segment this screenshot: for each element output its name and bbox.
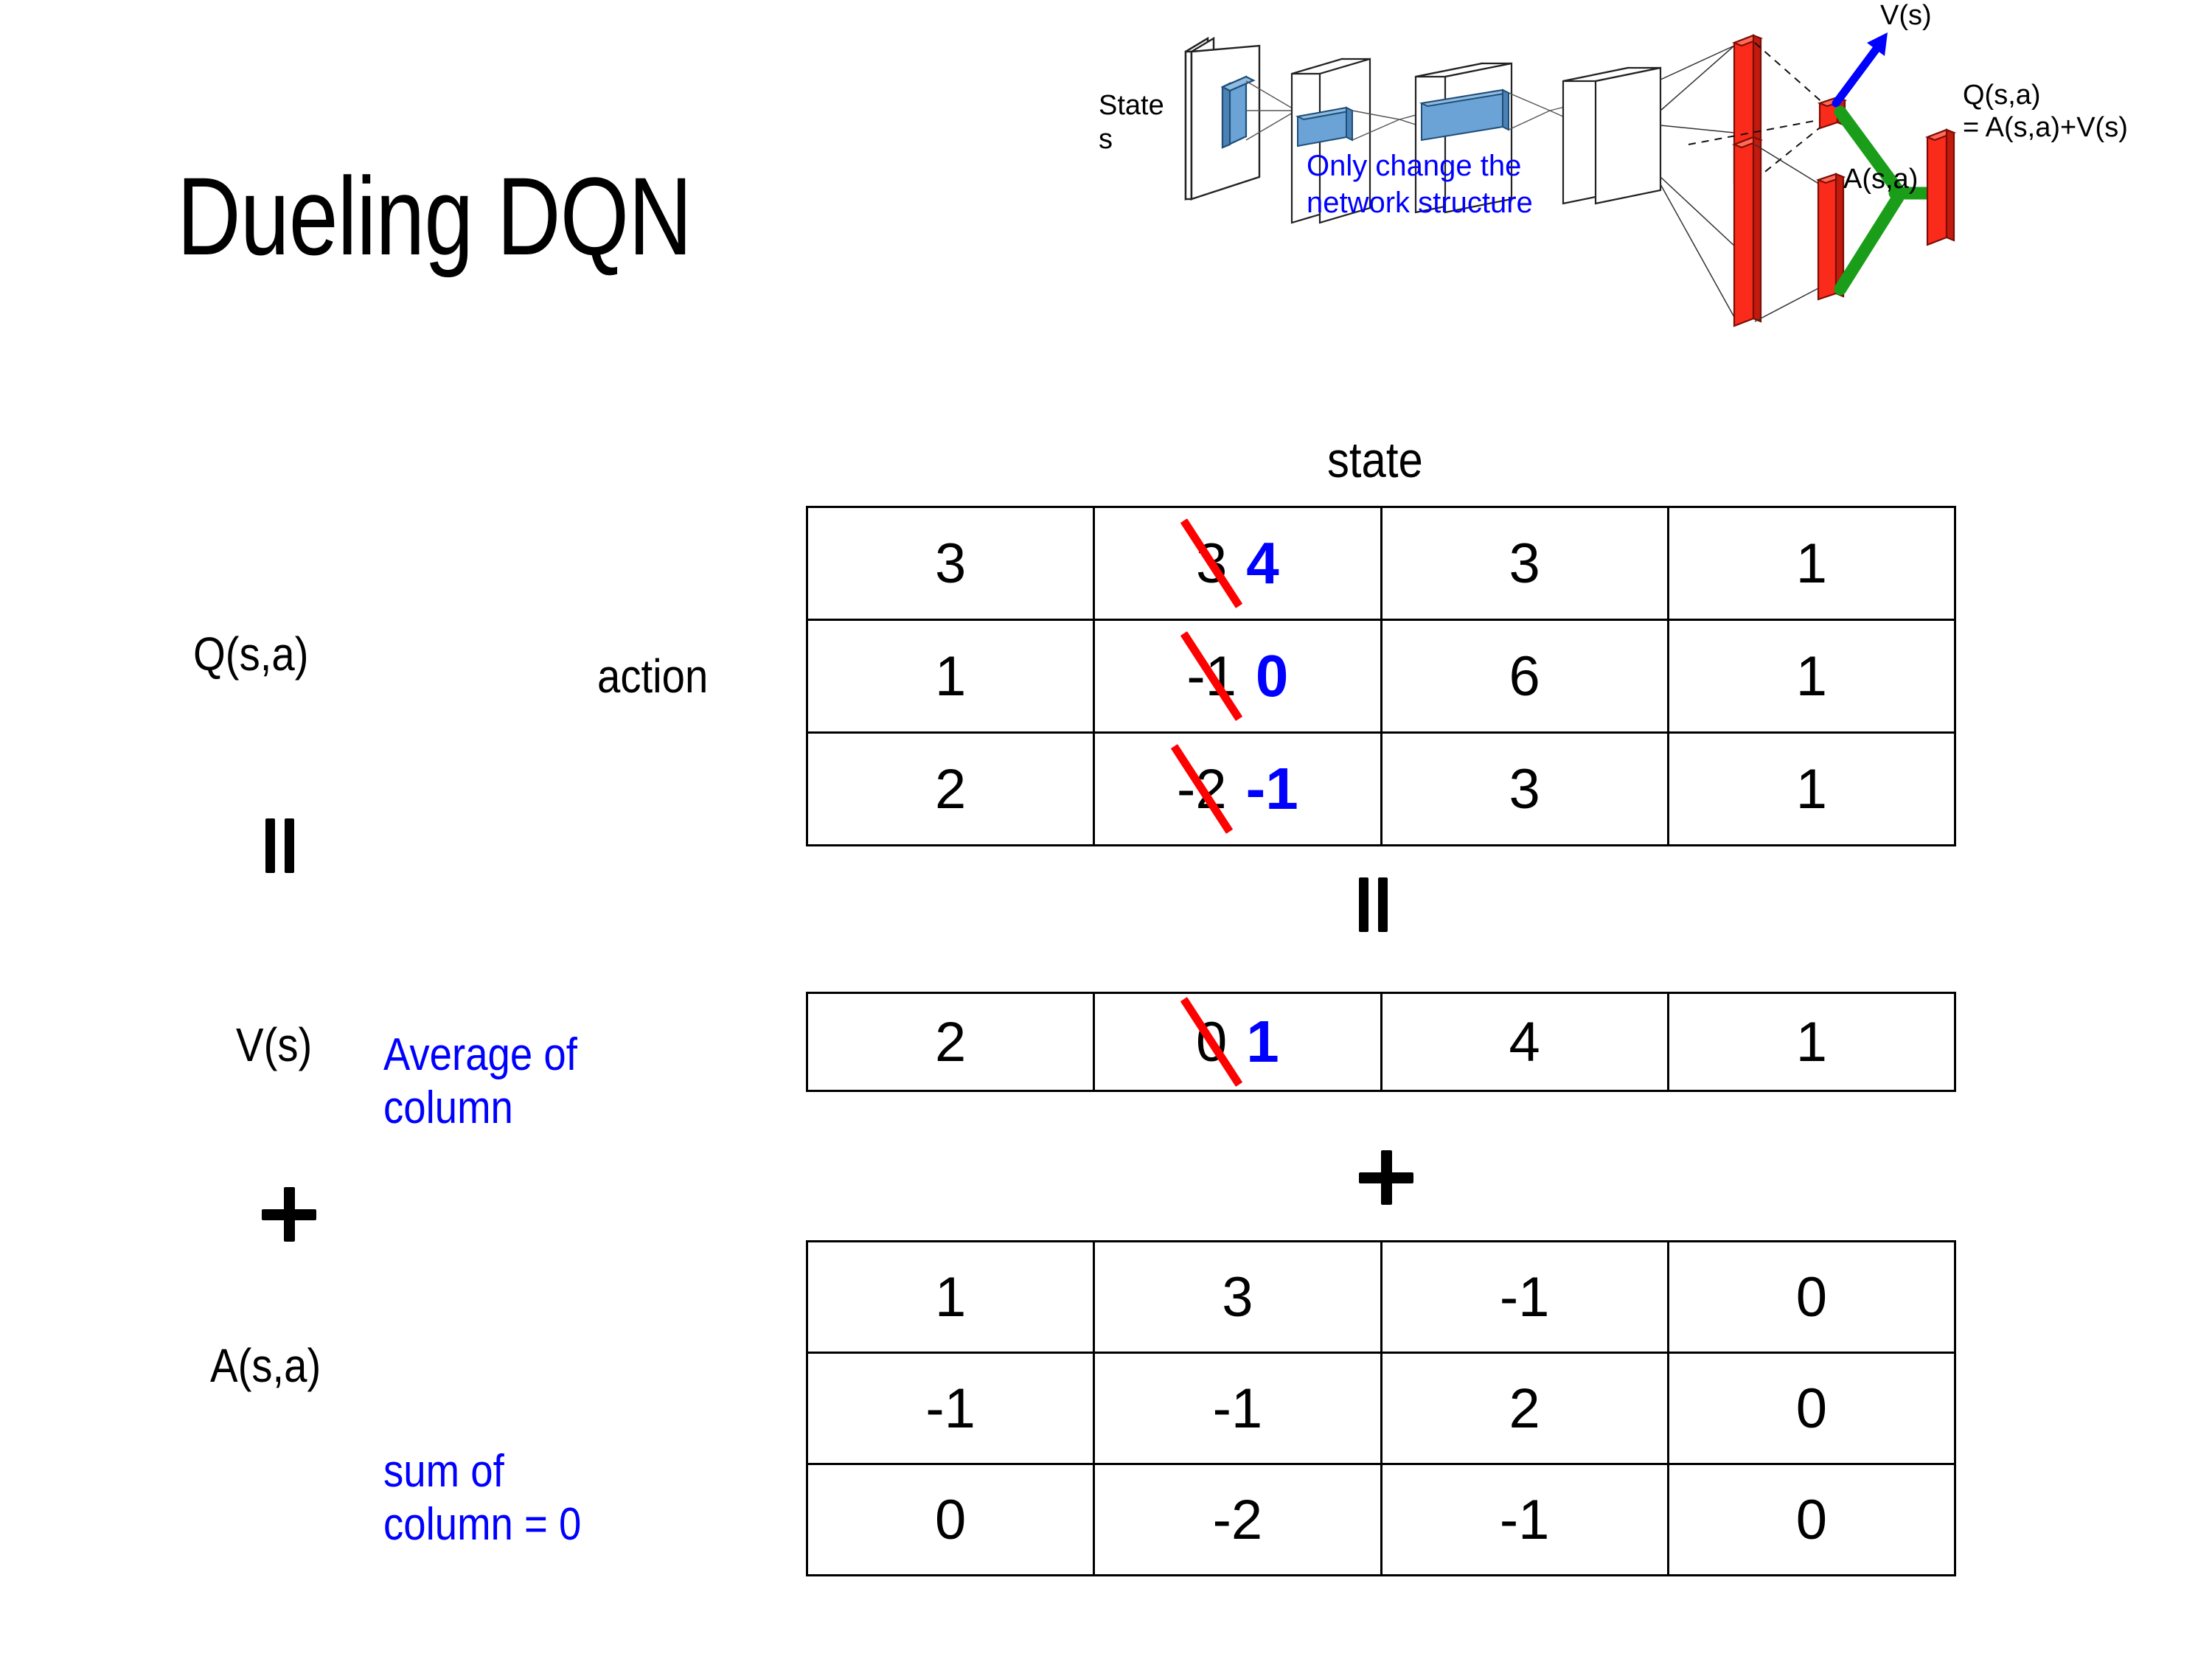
plus-sign-middle bbox=[1359, 1150, 1413, 1205]
q-table: 3 3 4 3 1 1 -1 0 6 1 bbox=[805, 506, 1957, 846]
a-cell-r0c0: 1 bbox=[805, 1240, 1096, 1354]
plus-sign-left bbox=[262, 1187, 316, 1242]
corrected-value: 1 bbox=[1246, 1009, 1279, 1074]
struck-old-value: -2 bbox=[1170, 744, 1233, 834]
cell-value: -1 bbox=[925, 1377, 975, 1440]
struck-old-value: -1 bbox=[1180, 631, 1243, 721]
q-cell-r1c3: 1 bbox=[1666, 619, 1957, 734]
table-row: 1 -1 0 6 1 bbox=[805, 619, 1957, 734]
v-table: 2 0 1 4 1 bbox=[805, 992, 1957, 1092]
cell-value: -1 bbox=[1499, 1488, 1550, 1551]
struck-old-value: 3 bbox=[1180, 518, 1243, 608]
dueling-network-diagram: State s Only change the network structur… bbox=[1099, 0, 2212, 413]
cell-value: 3 bbox=[934, 532, 967, 595]
diagram-v-label: V(s) bbox=[1880, 0, 1932, 31]
q-cell-r2c1: -2 -1 bbox=[1093, 731, 1382, 846]
q-cell-r2c0: 2 bbox=[805, 731, 1096, 846]
network-architecture-svg bbox=[1184, 32, 1957, 327]
v-function-label: V(s) bbox=[236, 1018, 313, 1071]
corrected-value: 4 bbox=[1246, 530, 1279, 596]
equals-sign-left bbox=[265, 818, 294, 873]
q-cell-r0c2: 3 bbox=[1380, 506, 1669, 621]
table-row: 0 -2 -1 0 bbox=[805, 1463, 1957, 1576]
diagram-q-label-line1: Q(s,a) bbox=[1963, 80, 2041, 111]
a-cell-r2c0: 0 bbox=[805, 1463, 1096, 1576]
a-cell-r2c2: -1 bbox=[1380, 1463, 1669, 1576]
cell-value: 0 bbox=[1795, 1377, 1828, 1440]
cell-value: 0 bbox=[1195, 1010, 1228, 1074]
a-cell-r0c1: 3 bbox=[1093, 1240, 1382, 1354]
cell-value: 3 bbox=[1509, 757, 1540, 821]
v-note-text: Average of column bbox=[383, 1029, 577, 1133]
page-title: Dueling DQN bbox=[177, 154, 692, 278]
equals-sign-middle bbox=[1359, 877, 1388, 932]
table-row: 2 0 1 4 1 bbox=[805, 992, 1957, 1092]
table-row: 1 3 -1 0 bbox=[805, 1240, 1957, 1354]
cell-value: 3 bbox=[1195, 532, 1228, 595]
q-cell-r1c0: 1 bbox=[805, 619, 1096, 734]
v-cell-c0: 2 bbox=[805, 992, 1096, 1092]
struck-old-value: 0 bbox=[1180, 997, 1243, 1087]
table-row: 2 -2 -1 3 1 bbox=[805, 731, 1957, 846]
cell-value: 0 bbox=[934, 1488, 967, 1551]
cell-value: 1 bbox=[1795, 757, 1828, 821]
q-cell-r0c0: 3 bbox=[805, 506, 1096, 621]
action-axis-label: action bbox=[597, 650, 709, 703]
q-cell-r0c3: 1 bbox=[1666, 506, 1957, 621]
cell-value: 2 bbox=[934, 1010, 967, 1074]
cell-value: 1 bbox=[934, 644, 967, 708]
a-note-text: sum of column = 0 bbox=[383, 1446, 582, 1550]
v-cell-c2: 4 bbox=[1380, 992, 1669, 1092]
v-cell-c1: 0 1 bbox=[1093, 992, 1382, 1092]
a-table: 1 3 -1 0 -1 -1 2 0 0 -2 -1 bbox=[805, 1240, 1957, 1576]
diagram-q-label-line2: = A(s,a)+V(s) bbox=[1963, 112, 2128, 143]
diagram-a-label: A(s,a) bbox=[1843, 164, 1919, 195]
q-cell-r0c1: 3 4 bbox=[1093, 506, 1382, 621]
cell-value: 1 bbox=[934, 1265, 967, 1329]
cell-value: -2 bbox=[1177, 757, 1227, 821]
cell-value: -1 bbox=[1212, 1377, 1263, 1440]
a-cell-r2c1: -2 bbox=[1093, 1463, 1382, 1576]
cell-value: 4 bbox=[1509, 1010, 1540, 1074]
cell-value: -1 bbox=[1499, 1265, 1550, 1329]
cell-value: 0 bbox=[1795, 1488, 1828, 1551]
diagram-state-sub-label: s bbox=[1099, 124, 1113, 155]
diagram-note-text: Only change the network structure bbox=[1307, 150, 1533, 219]
corrected-value: -1 bbox=[1245, 756, 1298, 821]
table-row: -1 -1 2 0 bbox=[805, 1352, 1957, 1465]
a-function-label: A(s,a) bbox=[210, 1339, 321, 1392]
a-cell-r1c2: 2 bbox=[1380, 1352, 1669, 1465]
a-cell-r0c3: 0 bbox=[1666, 1240, 1957, 1354]
q-function-label: Q(s,a) bbox=[193, 627, 309, 681]
cell-value: 2 bbox=[1509, 1377, 1540, 1440]
cell-value: 3 bbox=[1509, 532, 1540, 595]
q-cell-r2c2: 3 bbox=[1380, 731, 1669, 846]
cell-value: 1 bbox=[1795, 532, 1828, 595]
a-cell-r2c3: 0 bbox=[1666, 1463, 1957, 1576]
a-cell-r1c3: 0 bbox=[1666, 1352, 1957, 1465]
a-cell-r1c0: -1 bbox=[805, 1352, 1096, 1465]
corrected-value: 0 bbox=[1255, 643, 1289, 709]
v-cell-c3: 1 bbox=[1666, 992, 1957, 1092]
cell-value: 1 bbox=[1795, 1010, 1828, 1074]
cell-value: 6 bbox=[1509, 644, 1540, 708]
a-cell-r1c1: -1 bbox=[1093, 1352, 1382, 1465]
cell-value: -1 bbox=[1186, 644, 1237, 708]
q-cell-r1c2: 6 bbox=[1380, 619, 1669, 734]
cell-value: 3 bbox=[1222, 1265, 1253, 1329]
cell-value: -2 bbox=[1212, 1488, 1263, 1551]
q-cell-r1c1: -1 0 bbox=[1093, 619, 1382, 734]
cell-value: 0 bbox=[1795, 1265, 1828, 1329]
q-cell-r2c3: 1 bbox=[1666, 731, 1957, 846]
table-row: 3 3 4 3 1 bbox=[805, 506, 1957, 621]
cell-value: 1 bbox=[1795, 644, 1828, 708]
a-cell-r0c2: -1 bbox=[1380, 1240, 1669, 1354]
cell-value: 2 bbox=[934, 757, 967, 821]
state-axis-label: state bbox=[1327, 432, 1423, 488]
diagram-state-label: State bbox=[1099, 90, 1164, 121]
